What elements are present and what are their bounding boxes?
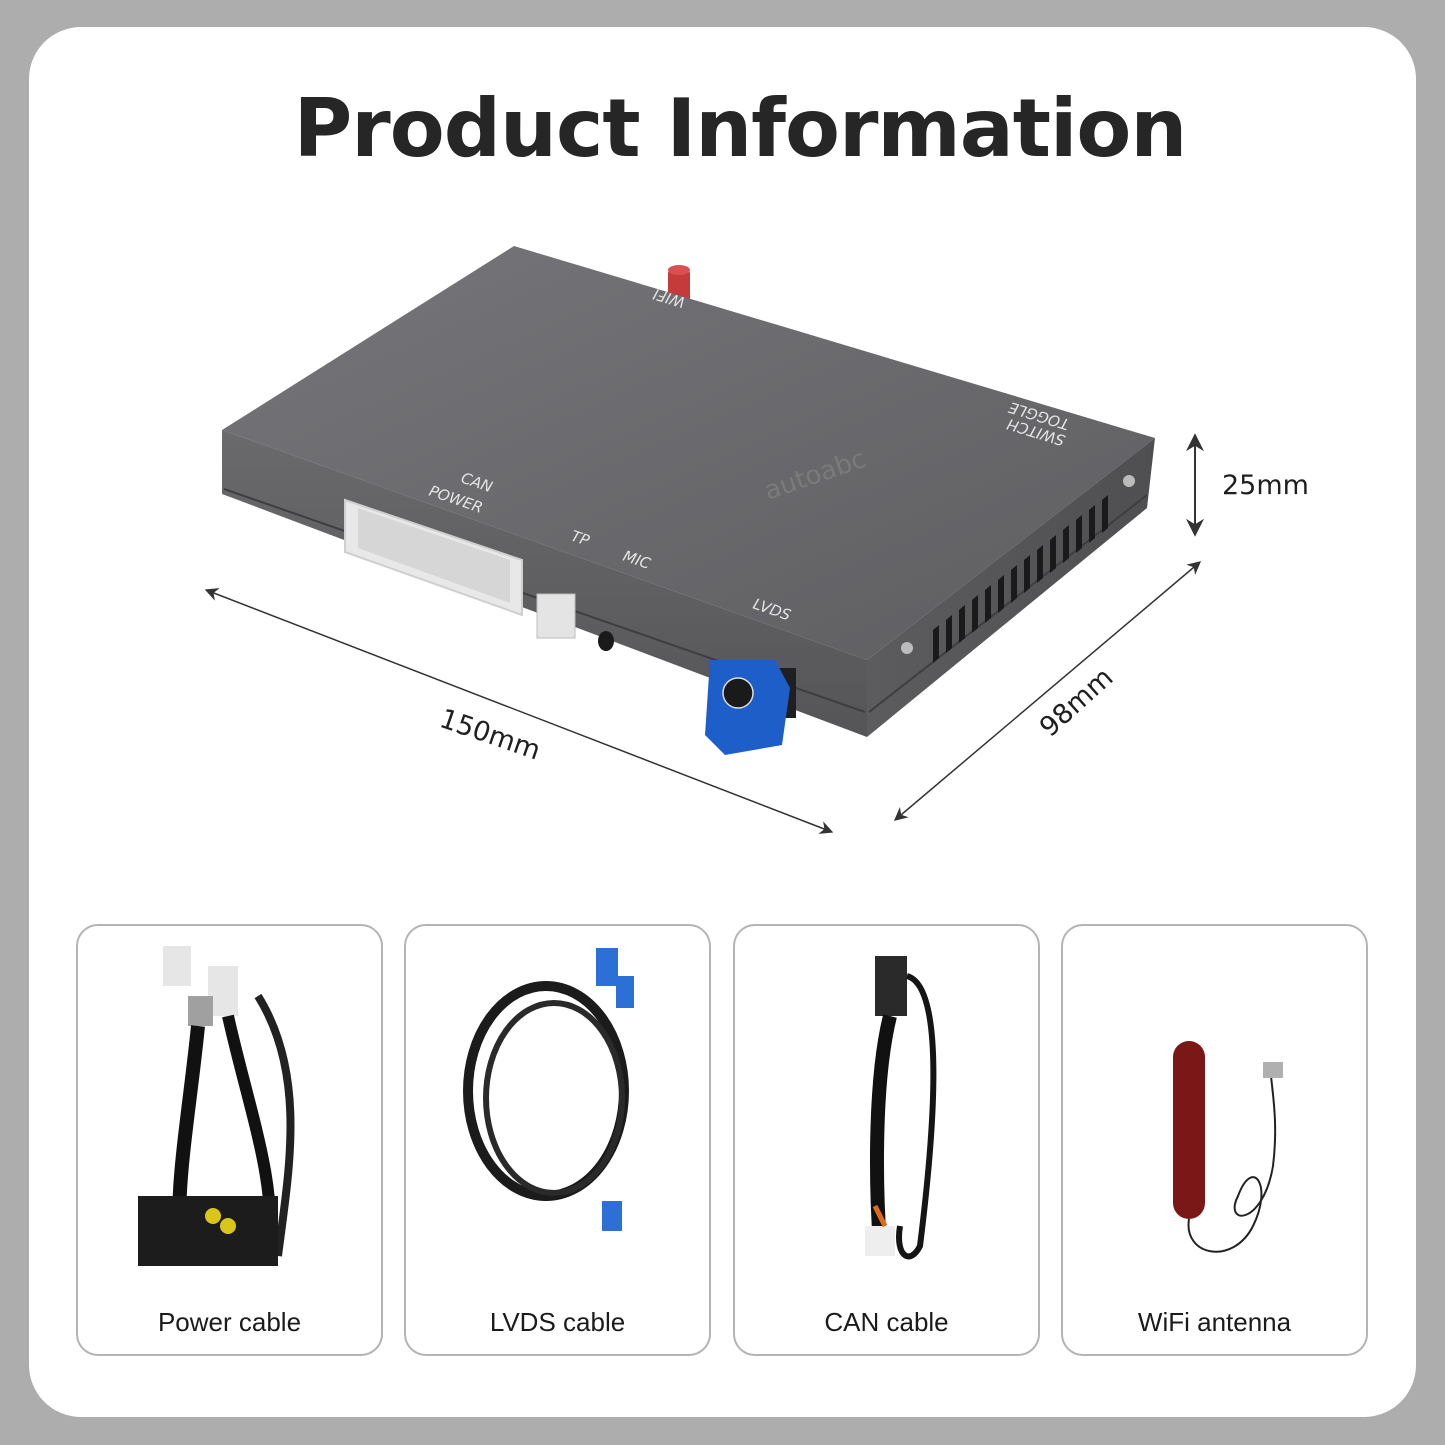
width-label: 98mm [1034,662,1119,743]
accessory-label: CAN cable [824,1307,949,1337]
can-cable-image [865,956,937,1260]
accessory-label: LVDS cable [489,1307,626,1337]
accessory-can-cable: CAN cable [733,924,1040,1356]
height-label: 25mm [1222,470,1309,501]
accessory-wifi-antenna: WiFi antenna [1061,924,1368,1356]
screw-icon [901,642,913,654]
accessory-power-cable: Power cable [76,924,383,1356]
accessory-label: WiFi antenna [1137,1307,1292,1337]
power-cable-image [138,946,295,1266]
width-arrow [893,561,1202,821]
wifi-antenna-image [1173,1041,1283,1253]
tp-port-label: TP [569,527,593,550]
accessory-lvds-cable: LVDS cable [404,924,711,1356]
accessory-label: Power cable [157,1307,302,1337]
screw-icon [1123,475,1135,487]
device-top [222,246,1155,660]
lvds-connector [705,660,796,755]
page-title: Product Information [293,82,1188,175]
mic-jack [598,631,614,651]
lvds-cable-image [463,948,634,1231]
length-label: 150mm [436,703,545,766]
device-illustration: WIFI TOGGLE SWITCH CAN POWER TP MIC LVDS… [204,246,1309,834]
length-arrow [204,588,834,834]
tp-connector [536,593,576,639]
